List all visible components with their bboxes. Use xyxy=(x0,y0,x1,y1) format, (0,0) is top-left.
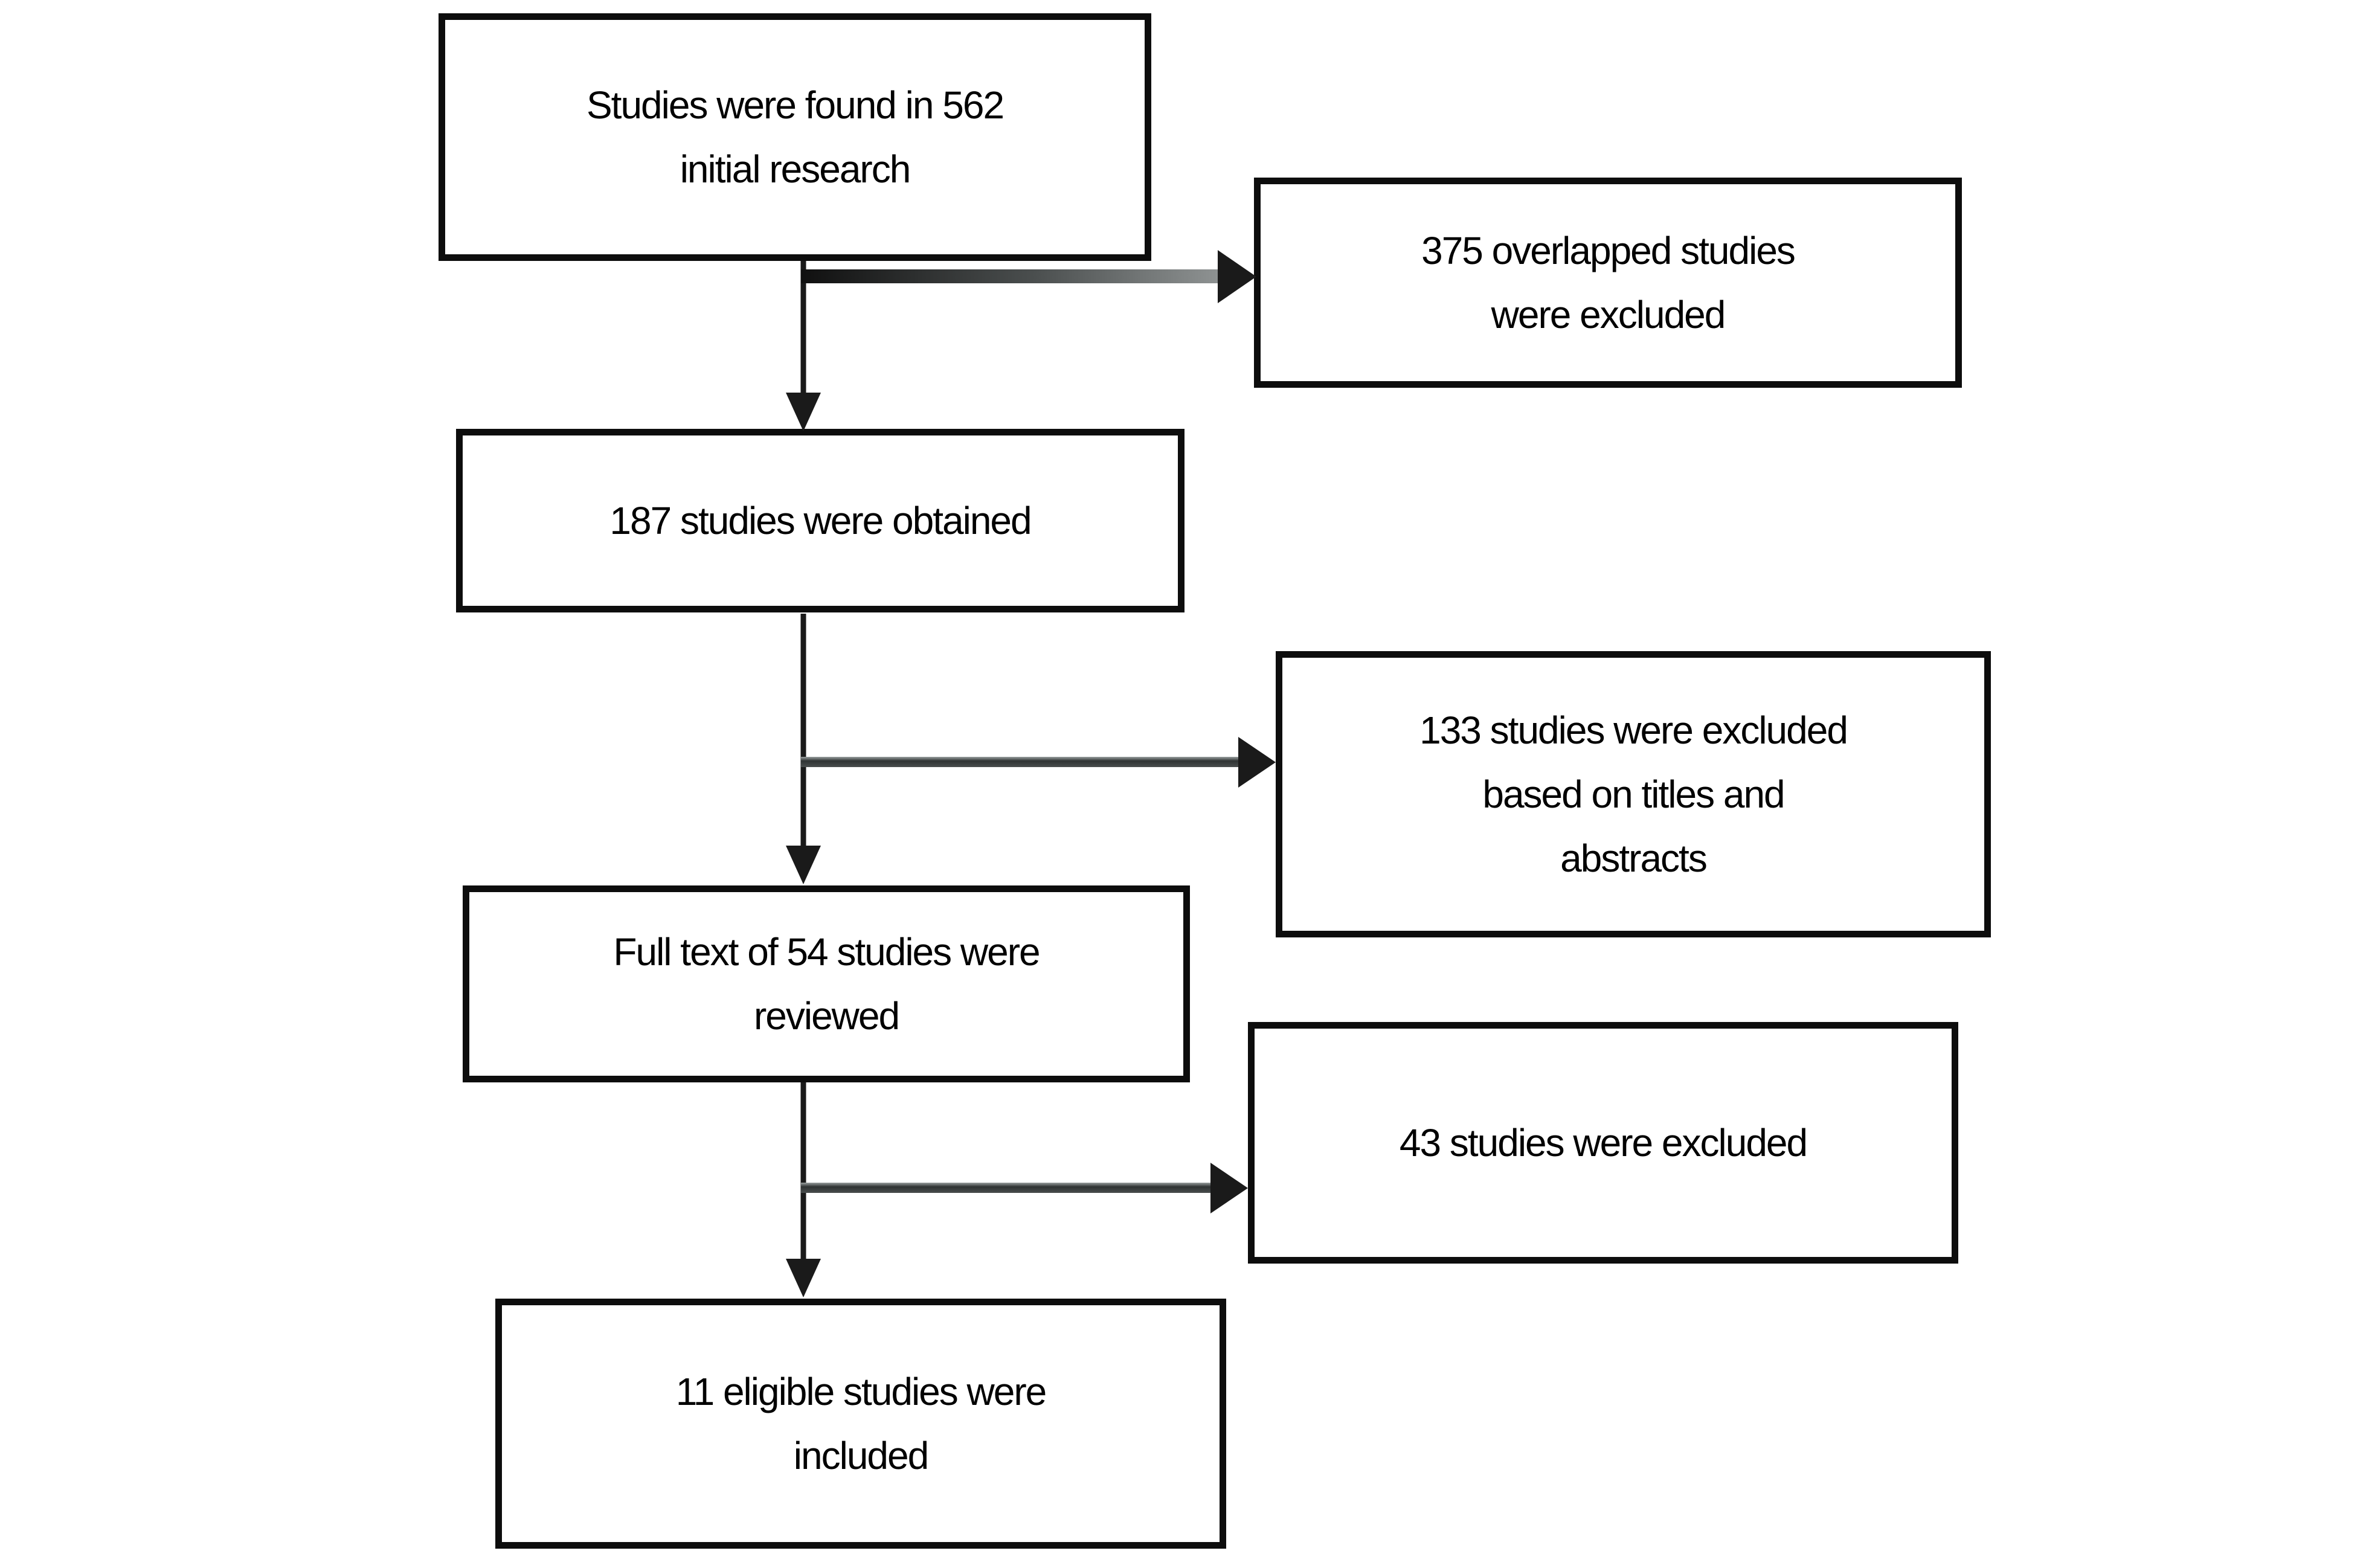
node-excluded-titles-abstracts-text: 133 studies were excluded based on title… xyxy=(1419,698,1848,891)
node-full-text-reviewed-text: Full text of 54 studies were reviewed xyxy=(613,920,1040,1048)
arrow-head-right xyxy=(1218,250,1256,303)
node-full-text-reviewed: Full text of 54 studies were reviewed xyxy=(463,885,1190,1082)
arrow-initial-to-obtained xyxy=(786,261,821,431)
node-text-line: were excluded xyxy=(1491,293,1726,336)
arrow-bar xyxy=(801,269,1221,283)
node-text-line: Full text of 54 studies were xyxy=(613,930,1040,974)
node-eligible-included-text: 11 eligible studies were included xyxy=(675,1360,1047,1488)
node-eligible-included: 11 eligible studies were included xyxy=(495,1299,1226,1549)
node-initial-studies-text: Studies were found in 562 initial resear… xyxy=(586,73,1004,201)
arrow-head-down xyxy=(786,846,821,884)
node-studies-obtained: 187 studies were obtained xyxy=(456,429,1184,612)
node-text-line: based on titles and xyxy=(1482,772,1785,816)
arrow-initial-to-overlapped xyxy=(801,250,1256,303)
node-text-line: abstracts xyxy=(1560,837,1708,881)
node-text-line: initial research xyxy=(680,147,911,191)
node-text-line: Studies were found in 562 xyxy=(586,83,1004,127)
node-overlapped-excluded-text: 375 overlapped studies were excluded xyxy=(1421,219,1796,347)
node-text-line: included xyxy=(793,1434,929,1477)
node-text-line: 187 studies were obtained xyxy=(609,498,1032,542)
arrow-fulltext-to-excluded xyxy=(801,1163,1248,1213)
node-studies-obtained-text: 187 studies were obtained xyxy=(609,489,1032,553)
arrow-bar xyxy=(801,757,1239,767)
arrow-head-right xyxy=(1238,737,1276,788)
node-overlapped-excluded: 375 overlapped studies were excluded xyxy=(1254,178,1962,388)
node-text-line: 11 eligible studies were xyxy=(675,1369,1047,1413)
node-text-line: 133 studies were excluded xyxy=(1419,708,1848,752)
arrow-obtained-to-fulltext xyxy=(786,614,821,884)
arrow-head-right xyxy=(1210,1163,1248,1213)
node-fulltext-excluded-text: 43 studies were excluded xyxy=(1399,1111,1808,1175)
arrow-head-down xyxy=(786,1259,821,1297)
arrow-obtained-to-excluded-titles xyxy=(801,737,1276,788)
arrow-head-down xyxy=(786,393,821,431)
node-text-line: reviewed xyxy=(753,994,900,1038)
node-fulltext-excluded: 43 studies were excluded xyxy=(1248,1022,1958,1264)
node-text-line: 375 overlapped studies xyxy=(1421,228,1796,272)
node-text-line: 43 studies were excluded xyxy=(1399,1120,1808,1165)
arrow-bar xyxy=(801,1183,1213,1193)
arrow-fulltext-to-included xyxy=(786,1082,821,1297)
node-initial-studies: Studies were found in 562 initial resear… xyxy=(439,13,1151,261)
node-excluded-titles-abstracts: 133 studies were excluded based on title… xyxy=(1276,651,1991,937)
